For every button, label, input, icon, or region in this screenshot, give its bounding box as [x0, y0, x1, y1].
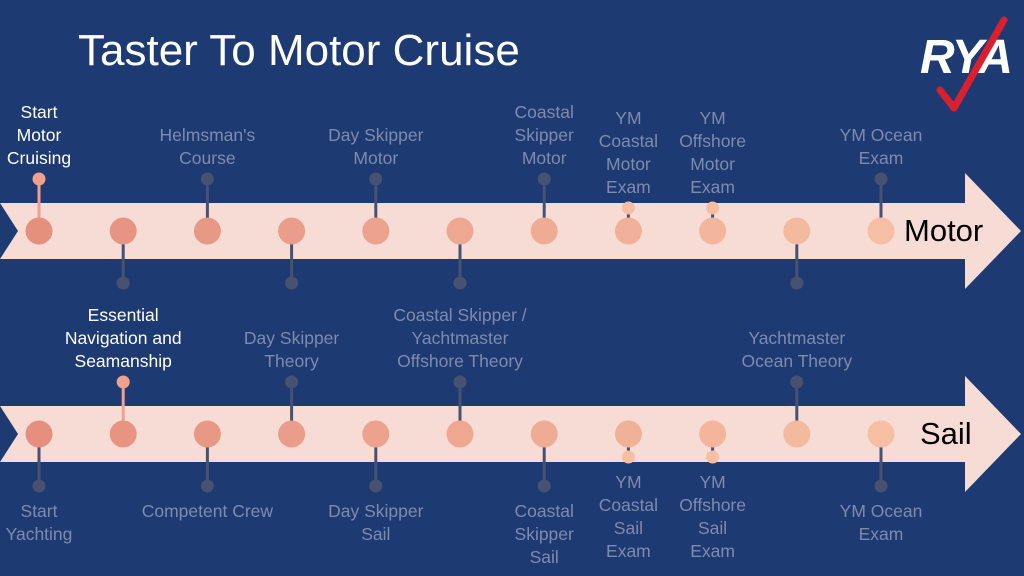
label-ym-ocean-exam-motor: YM Ocean Exam: [839, 125, 923, 168]
motor-stem-dot-ocean-theory-link: [790, 276, 804, 290]
sail-stem-dot-yachtmaster-ocean-theory: [790, 375, 804, 389]
motor-node-ym-ocean-exam-motor: [867, 217, 895, 245]
motor-node-coastal-skipper-motor: [530, 217, 558, 245]
sail-node-ym-coastal-sail-exam: [614, 420, 642, 448]
label-coastal-skipper-motor: Coastal Skipper Motor: [514, 102, 574, 168]
sail-node-day-skipper-sail: [362, 420, 390, 448]
label-ym-coastal-sail-exam: YM Coastal Sail Exam: [598, 472, 659, 561]
sail-stem-dot-ym-ocean-exam-sail: [874, 479, 888, 493]
sail-track-label: Sail: [920, 416, 972, 451]
motor-stem-dot-ym-offshore-motor-exam: [706, 201, 720, 215]
label-yachtmaster-ocean-theory: Yachtmaster Ocean Theory: [741, 328, 853, 371]
label-competent-crew: Competent Crew: [141, 501, 274, 521]
label-ym-coastal-motor-exam: YM Coastal Motor Exam: [598, 108, 659, 197]
motor-node-ym-offshore-motor-exam: [699, 217, 727, 245]
sail-stem-dot-coastal-skipper-theory: [453, 375, 467, 389]
label-ym-offshore-motor-exam: YM Offshore Motor Exam: [679, 108, 746, 197]
motor-stem-dot-coastal-skipper-motor: [537, 172, 551, 186]
sail-stem-dot-day-skipper-theory: [285, 375, 299, 389]
sail-node-day-skipper-theory: [278, 420, 306, 448]
motor-node-day-skipper-theory-link: [278, 217, 306, 245]
sail-stem-dot-start-yachting: [32, 479, 46, 493]
sail-node-start-yachting: [25, 420, 53, 448]
label-coastal-skipper-theory: Coastal Skipper / Yachtmaster Offshore T…: [393, 305, 527, 371]
motor-node-essential-navigation-link: [109, 217, 137, 245]
page-title: Taster To Motor Cruise: [78, 26, 520, 75]
sail-stem-dot-day-skipper-sail: [369, 479, 383, 493]
motor-node-day-skipper-motor: [362, 217, 390, 245]
motor-node-helmsmans-course: [193, 217, 221, 245]
label-day-skipper-motor: Day Skipper Motor: [328, 125, 424, 168]
sail-stem-dot-essential-navigation: [116, 375, 130, 389]
rya-logo: RYA: [918, 14, 1013, 114]
motor-stem-dot-coastal-theory-link: [453, 276, 467, 290]
sail-stem-dot-coastal-skipper-sail: [537, 479, 551, 493]
motor-stem-dot-ym-ocean-exam-motor: [874, 172, 888, 186]
label-day-skipper-theory: Day Skipper Theory: [243, 328, 340, 371]
motor-node-coastal-theory-link: [446, 217, 474, 245]
sail-stem-dot-competent-crew: [200, 479, 214, 493]
label-start-motor-cruising: Start Motor Cruising: [6, 102, 72, 168]
sail-node-coastal-skipper-theory: [446, 420, 474, 448]
motor-stem-dot-day-skipper-theory-link: [285, 276, 299, 290]
motor-track-arrow: [0, 173, 1021, 289]
label-ym-offshore-sail-exam: YM Offshore Sail Exam: [679, 472, 746, 561]
motor-stem-dot-ym-coastal-motor-exam: [621, 201, 635, 215]
label-helmsmans-course: Helmsman's Course: [159, 125, 256, 168]
sail-node-ym-ocean-exam-sail: [867, 420, 895, 448]
sail-stem-dot-ym-coastal-sail-exam: [621, 450, 635, 464]
logo-text: RYA: [920, 31, 1013, 84]
sail-stem-dot-ym-offshore-sail-exam: [706, 450, 720, 464]
motor-node-ym-coastal-motor-exam: [614, 217, 642, 245]
sail-track-arrow: [0, 376, 1021, 492]
sail-node-competent-crew: [193, 420, 221, 448]
label-start-yachting: Start Yachting: [5, 501, 73, 544]
label-essential-navigation: Essential Navigation and Seamanship: [64, 305, 182, 371]
sail-node-ym-offshore-sail-exam: [699, 420, 727, 448]
motor-node-ocean-theory-link: [783, 217, 811, 245]
sail-node-coastal-skipper-sail: [530, 420, 558, 448]
motor-stem-dot-helmsmans-course: [200, 172, 214, 186]
label-ym-ocean-exam-sail: YM Ocean Exam: [839, 501, 923, 544]
motor-stem-dot-day-skipper-motor: [369, 172, 383, 186]
motor-stem-dot-start-motor-cruising: [32, 172, 46, 186]
sail-node-yachtmaster-ocean-theory: [783, 420, 811, 448]
motor-track-label: Motor: [904, 213, 984, 248]
motor-node-start-motor-cruising: [25, 217, 53, 245]
sail-node-essential-navigation: [109, 420, 137, 448]
motor-stem-dot-essential-navigation-link: [116, 276, 130, 290]
red-tick-icon: [936, 16, 1008, 112]
label-coastal-skipper-sail: Coastal Skipper Sail: [514, 501, 574, 567]
label-day-skipper-sail: Day Skipper Sail: [328, 501, 424, 544]
